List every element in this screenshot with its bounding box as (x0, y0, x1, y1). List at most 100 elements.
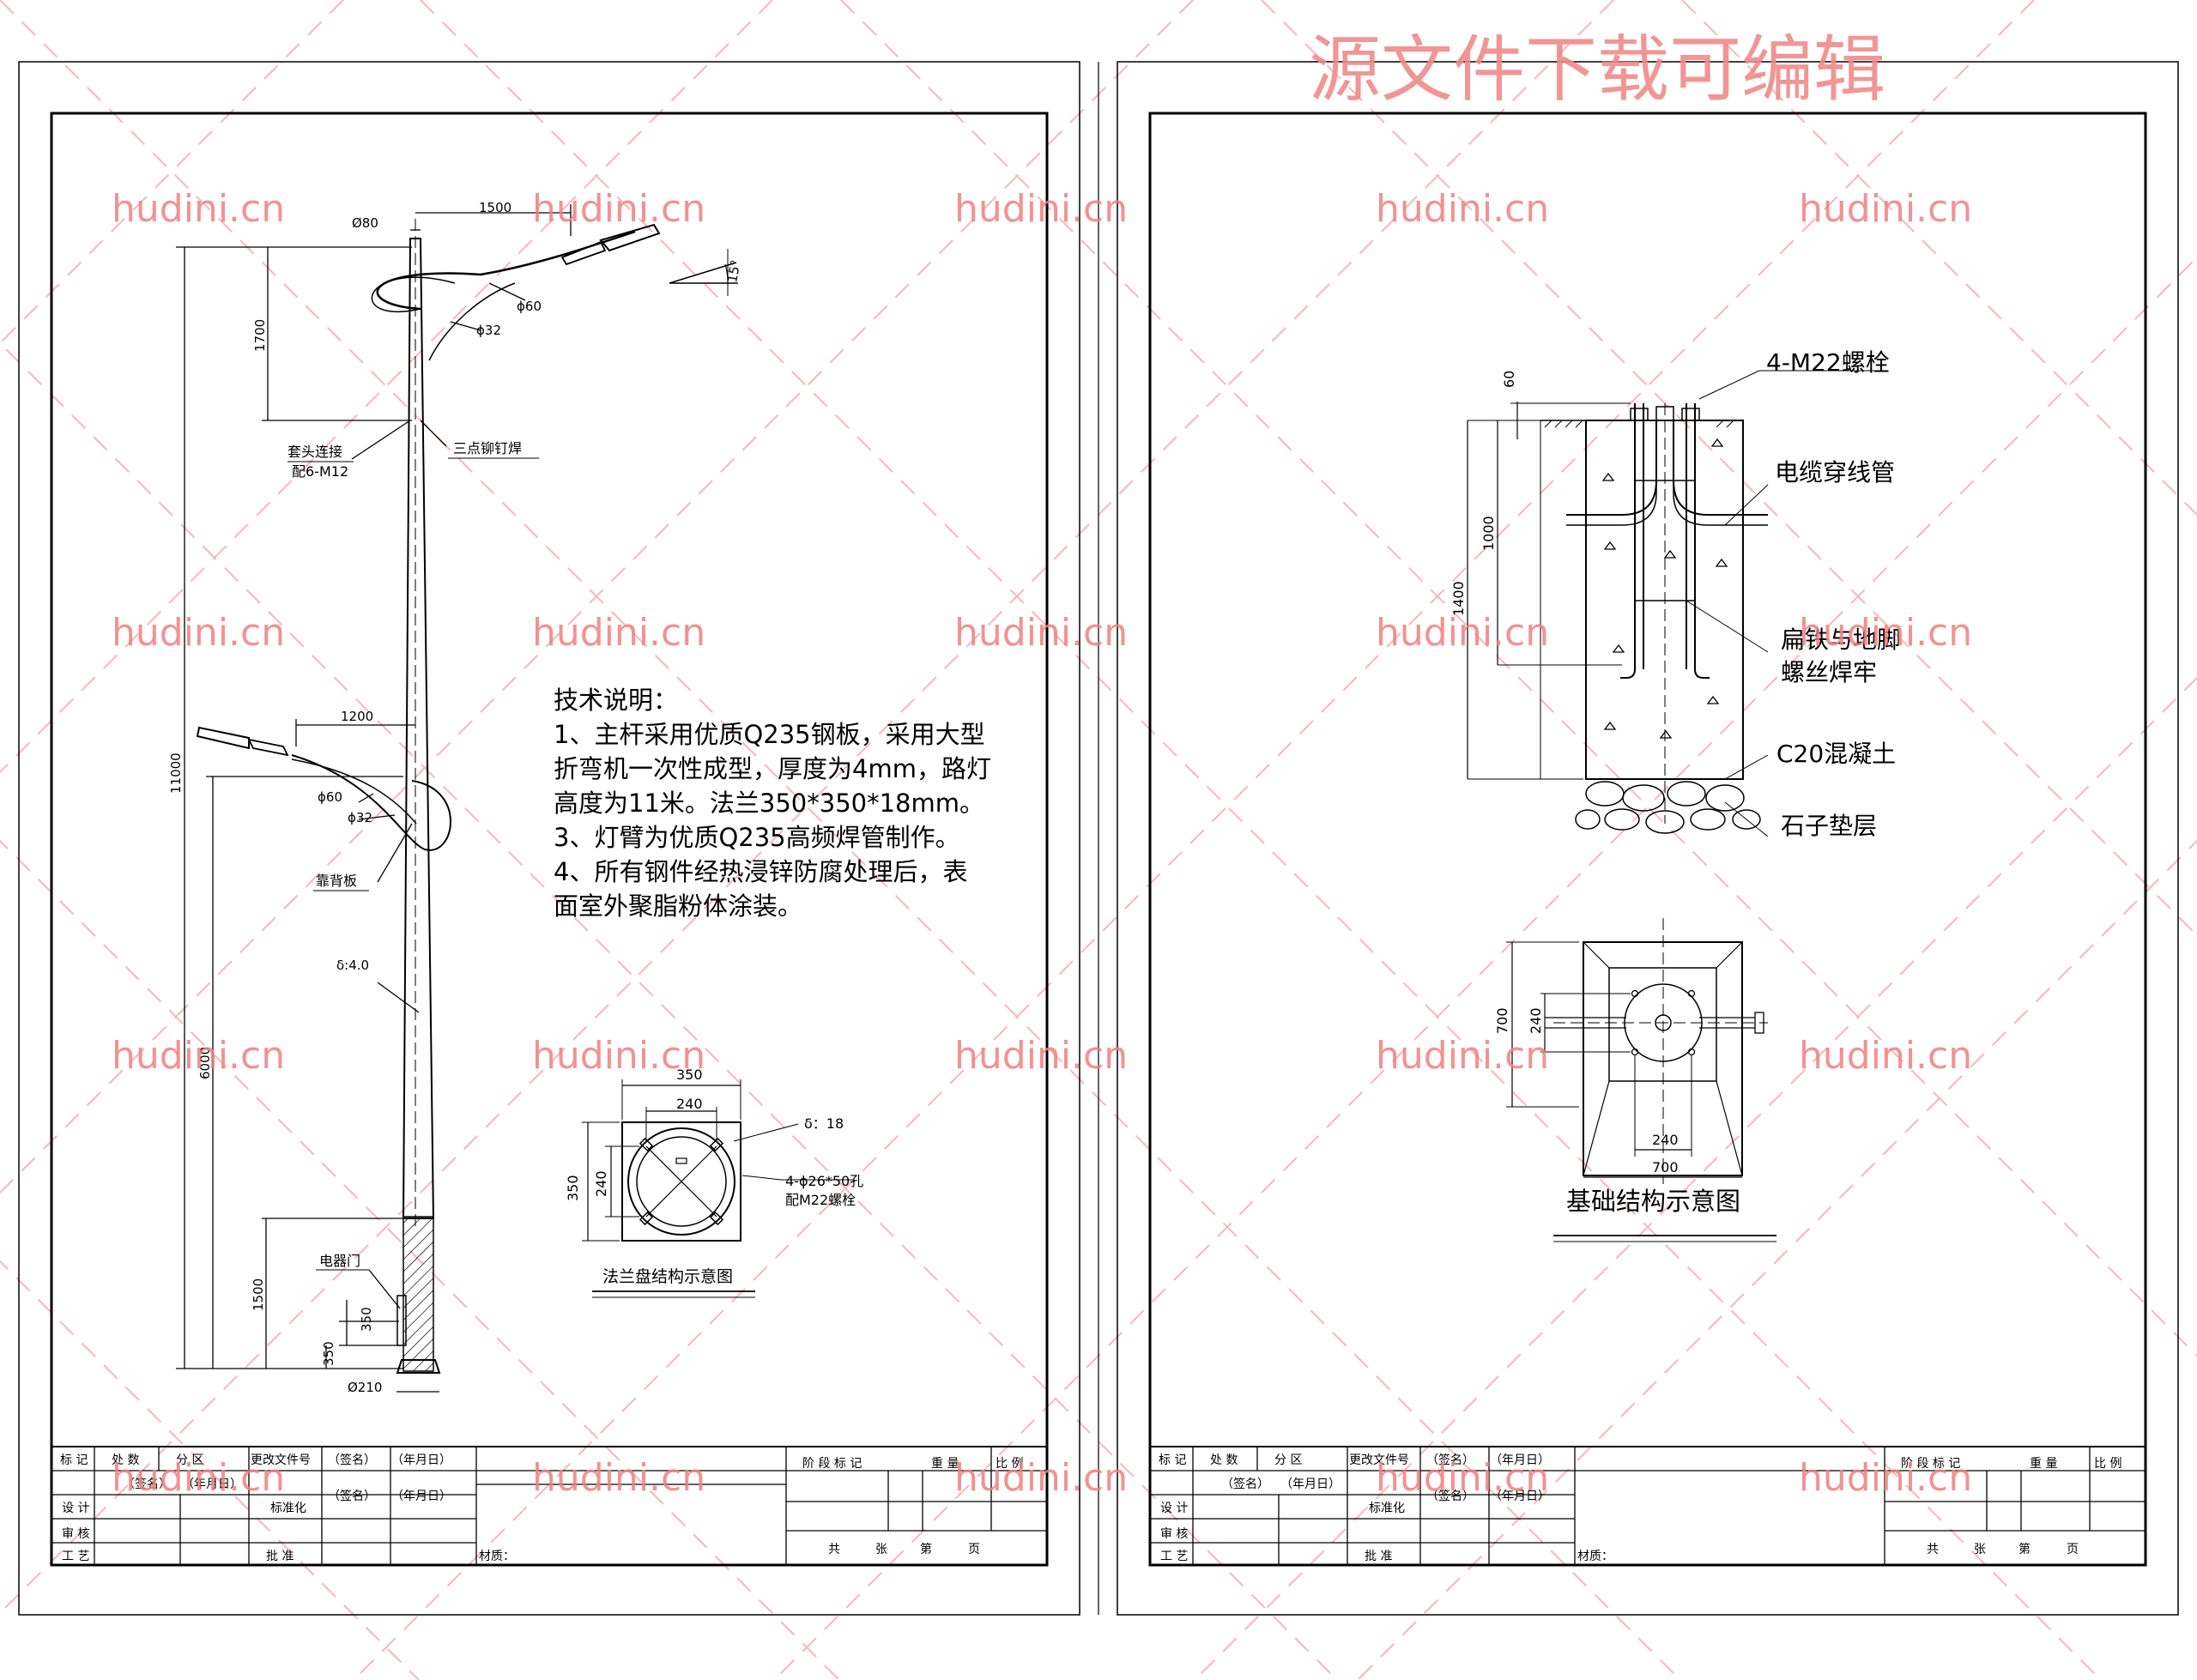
label-sleeve-bolts: 配6-M12 (292, 463, 348, 480)
dim-door-base: 350 (321, 1341, 336, 1366)
flange-inner-v: 240 (593, 1170, 609, 1197)
notes-line-2: 折弯机一次性成型，厚度为4mm，路灯 (554, 754, 991, 783)
tbr-row1-3: 更改文件号 (1349, 1453, 1409, 1467)
tb-material: 材质： (479, 1550, 515, 1563)
flange-thickness: δ：18 (804, 1115, 844, 1132)
tb-standard: 标准化 (270, 1502, 306, 1515)
wm-15: hudini.cn (1799, 1034, 1972, 1078)
tb-row1-0: 标 记 (60, 1453, 88, 1467)
foundation-plan-text: 700 240 240 700 基础结构示意图 (1494, 1007, 1740, 1216)
wm-6: hudini.cn (112, 611, 285, 655)
tbr-standard: 标准化 (1369, 1502, 1405, 1515)
top-watermark-title: 源文件下载可编辑 (1309, 27, 1885, 112)
wm-3: hudini.cn (954, 187, 1128, 231)
tb-date2: （年月日） (391, 1490, 451, 1503)
tb-row1-4: （签名） (328, 1453, 376, 1467)
wm-8: hudini.cn (954, 611, 1128, 655)
flange-text: 350 240 350 240 δ：18 4-ϕ26*50孔 配M22螺栓 法兰… (565, 1067, 863, 1286)
pole-dimension-lines (176, 204, 572, 1393)
wm-5: hudini.cn (1799, 187, 1972, 231)
tbr-design: 设 计 (1160, 1502, 1188, 1515)
wm-17: hudini.cn (532, 1456, 705, 1500)
wm-19: hudini.cn (1376, 1456, 1549, 1500)
wm-13: hudini.cn (954, 1034, 1128, 1078)
dim-door-height: 1500 (251, 1278, 266, 1311)
tb-sheets-3: 页 (968, 1543, 980, 1556)
plan-inner-h: 240 (1652, 1132, 1679, 1148)
tbr-sign2: （签名） (1426, 1489, 1474, 1503)
plan-side-h: 700 (1652, 1159, 1679, 1175)
tbr-date: （年月日） (1280, 1478, 1341, 1491)
site-watermarks: hudini.cn hudini.cn hudini.cn hudini.cn … (112, 187, 1972, 1500)
dim-depth2: 1400 (1450, 581, 1467, 616)
label-weld: 三点铆钉焊 (453, 440, 522, 456)
dim-top-dia: Ø80 (352, 215, 378, 231)
title-block-left (51, 1446, 1048, 1566)
dim-upper-arm-height: 1700 (252, 319, 268, 352)
dim-upper-arm-dia2: ϕ32 (476, 323, 501, 338)
foundation-text: 4-M22螺栓 60 1000 1400 电缆穿线管 扁铁与地脚 螺丝焊牢 C2… (1450, 348, 1901, 840)
wm-7: hudini.cn (532, 611, 705, 655)
tbr-row1-0: 标 记 (1159, 1453, 1186, 1467)
title-block-text-right: 标 记 处 数 分 区 更改文件号 （签名） （年月日） （签名） （年月日） … (1159, 1453, 2121, 1563)
pole-dimension-text: Ø80 1500 ϕ60 ϕ32 1700 15° 11000 1200 ϕ60… (168, 200, 744, 1395)
flange-caption: 法兰盘结构示意图 (602, 1267, 733, 1286)
tbr-sign: （签名） (1221, 1477, 1269, 1491)
tbr-sheets-3: 页 (2067, 1543, 2079, 1556)
dim-lower-arm-len: 1200 (341, 709, 373, 724)
dim-lower-height: 6000 (197, 1047, 213, 1079)
notes-title: 技术说明： (554, 686, 679, 715)
tbr-weight: 重 量 (2030, 1457, 2057, 1471)
tb-approve: 批 准 (266, 1550, 294, 1563)
notes-line-4: 3、灯臂为优质Q235高频焊管制作。 (554, 823, 960, 852)
tbr-row1-4: （签名） (1426, 1453, 1474, 1467)
wm-11: hudini.cn (112, 1034, 285, 1078)
label-sleeve: 套头连接 (287, 444, 342, 460)
flange-outer-v: 350 (565, 1175, 581, 1201)
dim-upper-arm-dia1: ϕ60 (517, 299, 542, 314)
dim-door-size: 350 (359, 1307, 374, 1332)
tb-row1-2: 分 区 (176, 1453, 203, 1467)
label-back-plate: 靠背板 (316, 873, 357, 889)
tb-row1-1: 处 数 (112, 1453, 139, 1467)
pole-labels: 套头连接 配6-M12 三点铆钉焊 靠背板 电器门 (287, 440, 539, 1271)
tb-sheets-0: 共 (828, 1543, 840, 1556)
wm-10: hudini.cn (1799, 611, 1972, 655)
label-flat-iron-1: 扁铁与地脚 (1781, 625, 1901, 654)
tb-sheets-1: 张 (875, 1543, 887, 1556)
dim-depth1: 1000 (1480, 516, 1497, 551)
pole-elevation (196, 219, 738, 1374)
wm-9: hudini.cn (1376, 611, 1549, 655)
title-block-text-left: 标 记 处 数 分 区 更改文件号 （签名） （年月日） （签名） （年月日） … (60, 1453, 1023, 1563)
tb-sign: （签名） (123, 1477, 171, 1491)
wm-1: hudini.cn (112, 187, 285, 231)
tbr-approve: 批 准 (1365, 1550, 1392, 1563)
tb-row1-5: （年月日） (391, 1453, 451, 1467)
plan-inner-v: 240 (1528, 1007, 1544, 1034)
flange-inner: 240 (676, 1096, 703, 1112)
plan-side-v: 700 (1494, 1007, 1510, 1034)
flange-holes: 4-ϕ26*50孔 (785, 1173, 863, 1189)
dim-top-offset: 60 (1501, 371, 1517, 388)
label-concrete: C20混凝土 (1776, 740, 1896, 768)
technical-notes: 技术说明： 1、主杆采用优质Q235钢板，采用大型 折弯机一次性成型，厚度为4m… (554, 683, 1021, 923)
wm-2: hudini.cn (532, 187, 705, 231)
label-gravel: 石子垫层 (1781, 812, 1877, 840)
label-bolts: 4-M22螺栓 (1766, 348, 1890, 377)
tb-sign2: （签名） (328, 1489, 376, 1503)
tb-review: 审 核 (62, 1527, 89, 1541)
tb-process: 工 艺 (62, 1550, 89, 1563)
label-door: 电器门 (319, 1253, 360, 1269)
foundation-section (1467, 370, 1888, 837)
tb-sheets-2: 第 (920, 1542, 932, 1556)
notes-line-5: 4、所有钢件经热浸锌防腐处理后，表 (554, 857, 968, 886)
tb-stage-mark: 阶 段 标 记 (802, 1457, 862, 1471)
dim-thickness: δ:4.0 (336, 958, 369, 973)
tbr-row1-5: （年月日） (1490, 1453, 1550, 1467)
label-cable-pipe: 电缆穿线管 (1775, 458, 1895, 486)
flange-plan (582, 1079, 854, 1298)
tbr-sheets-1: 张 (1974, 1543, 1986, 1556)
